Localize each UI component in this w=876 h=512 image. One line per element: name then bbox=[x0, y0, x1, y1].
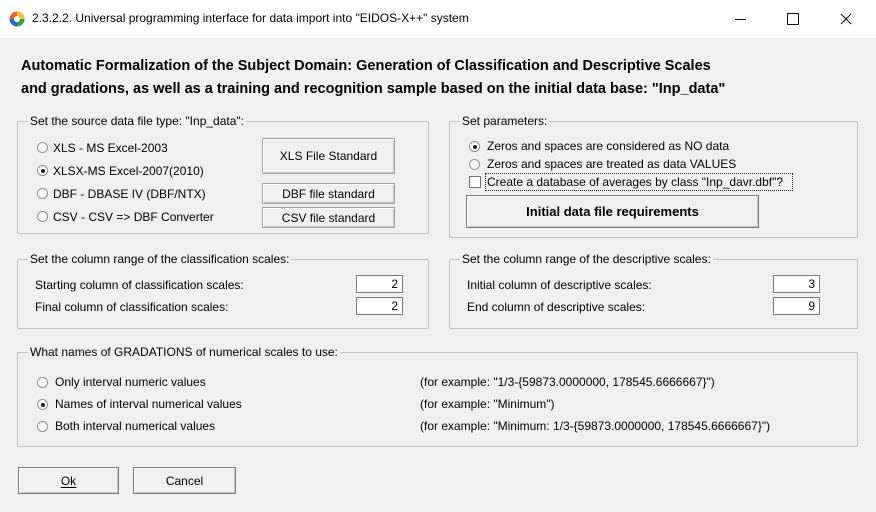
radio-names-interval[interactable] bbox=[37, 399, 48, 410]
classification-end-input[interactable]: 2 bbox=[356, 297, 403, 315]
maximize-button[interactable] bbox=[770, 0, 816, 38]
names-interval-example: (for example: "Minimum") bbox=[420, 397, 555, 411]
descriptive-legend: Set the column range of the descriptive … bbox=[462, 252, 711, 266]
radio-xlsx[interactable] bbox=[37, 165, 48, 176]
classification-legend: Set the column range of the classificati… bbox=[30, 252, 290, 266]
radio-zeros-values-label[interactable]: Zeros and spaces are treated as data VAL… bbox=[487, 157, 737, 171]
radio-xls[interactable] bbox=[37, 142, 48, 153]
radio-both-interval[interactable] bbox=[37, 421, 48, 432]
radio-only-interval-label[interactable]: Only interval numeric values bbox=[55, 375, 206, 389]
cancel-button[interactable]: Cancel bbox=[133, 467, 236, 494]
ok-button[interactable]: Ok bbox=[18, 467, 119, 494]
window-title: 2.3.2.2. Universal programming interface… bbox=[32, 11, 469, 25]
cancel-button-label: Cancel bbox=[165, 473, 204, 488]
both-interval-example: (for example: "Minimum: 1/3-{59873.00000… bbox=[420, 419, 771, 433]
radio-zeros-no-data[interactable] bbox=[469, 141, 480, 152]
requirements-button[interactable]: Initial data file requirements bbox=[466, 195, 759, 228]
averages-checkbox[interactable] bbox=[469, 176, 481, 188]
maximize-icon bbox=[787, 13, 799, 25]
xls-file-standard-button[interactable]: XLS File Standard bbox=[262, 138, 395, 174]
gradations-group: What names of GRADATIONS of numerical sc… bbox=[17, 345, 858, 447]
close-icon bbox=[840, 13, 852, 25]
parameters-group: Set parameters: bbox=[449, 114, 858, 238]
descriptive-start-label: Initial column of descriptive scales: bbox=[467, 278, 652, 292]
source-type-group: Set the source data file type: "Inp_data… bbox=[17, 114, 429, 234]
radio-dbf-label[interactable]: DBF - DBASE IV (DBF/NTX) bbox=[53, 187, 206, 201]
close-button[interactable] bbox=[823, 0, 869, 38]
descriptive-range-group: Set the column range of the descriptive … bbox=[449, 252, 858, 329]
dialog-body: Automatic Formalization of the Subject D… bbox=[0, 38, 876, 512]
radio-xls-label[interactable]: XLS - MS Excel-2003 bbox=[53, 141, 168, 155]
page-title-line2: and gradations, as well as a training an… bbox=[21, 81, 726, 97]
radio-zeros-values[interactable] bbox=[469, 159, 480, 170]
dbf-file-standard-button[interactable]: DBF file standard bbox=[262, 183, 395, 204]
minimize-icon bbox=[734, 18, 746, 20]
radio-both-interval-label[interactable]: Both interval numerical values bbox=[55, 419, 216, 433]
page-title-line1: Automatic Formalization of the Subject D… bbox=[21, 58, 711, 74]
radio-names-interval-label[interactable]: Names of interval numerical values bbox=[55, 397, 242, 411]
source-type-legend: Set the source data file type: "Inp_data… bbox=[30, 114, 244, 128]
only-interval-example: (for example: "1/3-{59873.0000000, 17854… bbox=[420, 375, 715, 389]
classification-start-label: Starting column of classification scales… bbox=[35, 278, 244, 292]
app-icon bbox=[9, 11, 25, 27]
descriptive-start-input[interactable]: 3 bbox=[773, 275, 820, 293]
ok-button-label: Ok bbox=[60, 473, 77, 488]
averages-checkbox-label[interactable]: Create a database of averages by class "… bbox=[487, 175, 784, 189]
csv-file-standard-button[interactable]: CSV file standard bbox=[262, 207, 395, 228]
radio-only-interval[interactable] bbox=[37, 377, 48, 388]
title-bar[interactable]: 2.3.2.2. Universal programming interface… bbox=[0, 0, 876, 38]
classification-start-input[interactable]: 2 bbox=[356, 275, 403, 293]
radio-csv[interactable] bbox=[37, 211, 48, 222]
descriptive-end-label: End column of descriptive scales: bbox=[467, 300, 646, 314]
radio-zeros-no-data-label[interactable]: Zeros and spaces are considered as NO da… bbox=[487, 139, 730, 153]
gradations-legend: What names of GRADATIONS of numerical sc… bbox=[30, 345, 338, 359]
minimize-button[interactable] bbox=[717, 0, 763, 38]
radio-dbf[interactable] bbox=[37, 188, 48, 199]
descriptive-end-input[interactable]: 9 bbox=[773, 297, 820, 315]
radio-xlsx-label[interactable]: XLSX-MS Excel-2007(2010) bbox=[53, 164, 204, 178]
classification-range-group: Set the column range of the classificati… bbox=[17, 252, 429, 329]
classification-end-label: Final column of classification scales: bbox=[35, 300, 229, 314]
parameters-legend: Set parameters: bbox=[462, 114, 548, 128]
radio-csv-label[interactable]: CSV - CSV => DBF Converter bbox=[53, 210, 214, 224]
